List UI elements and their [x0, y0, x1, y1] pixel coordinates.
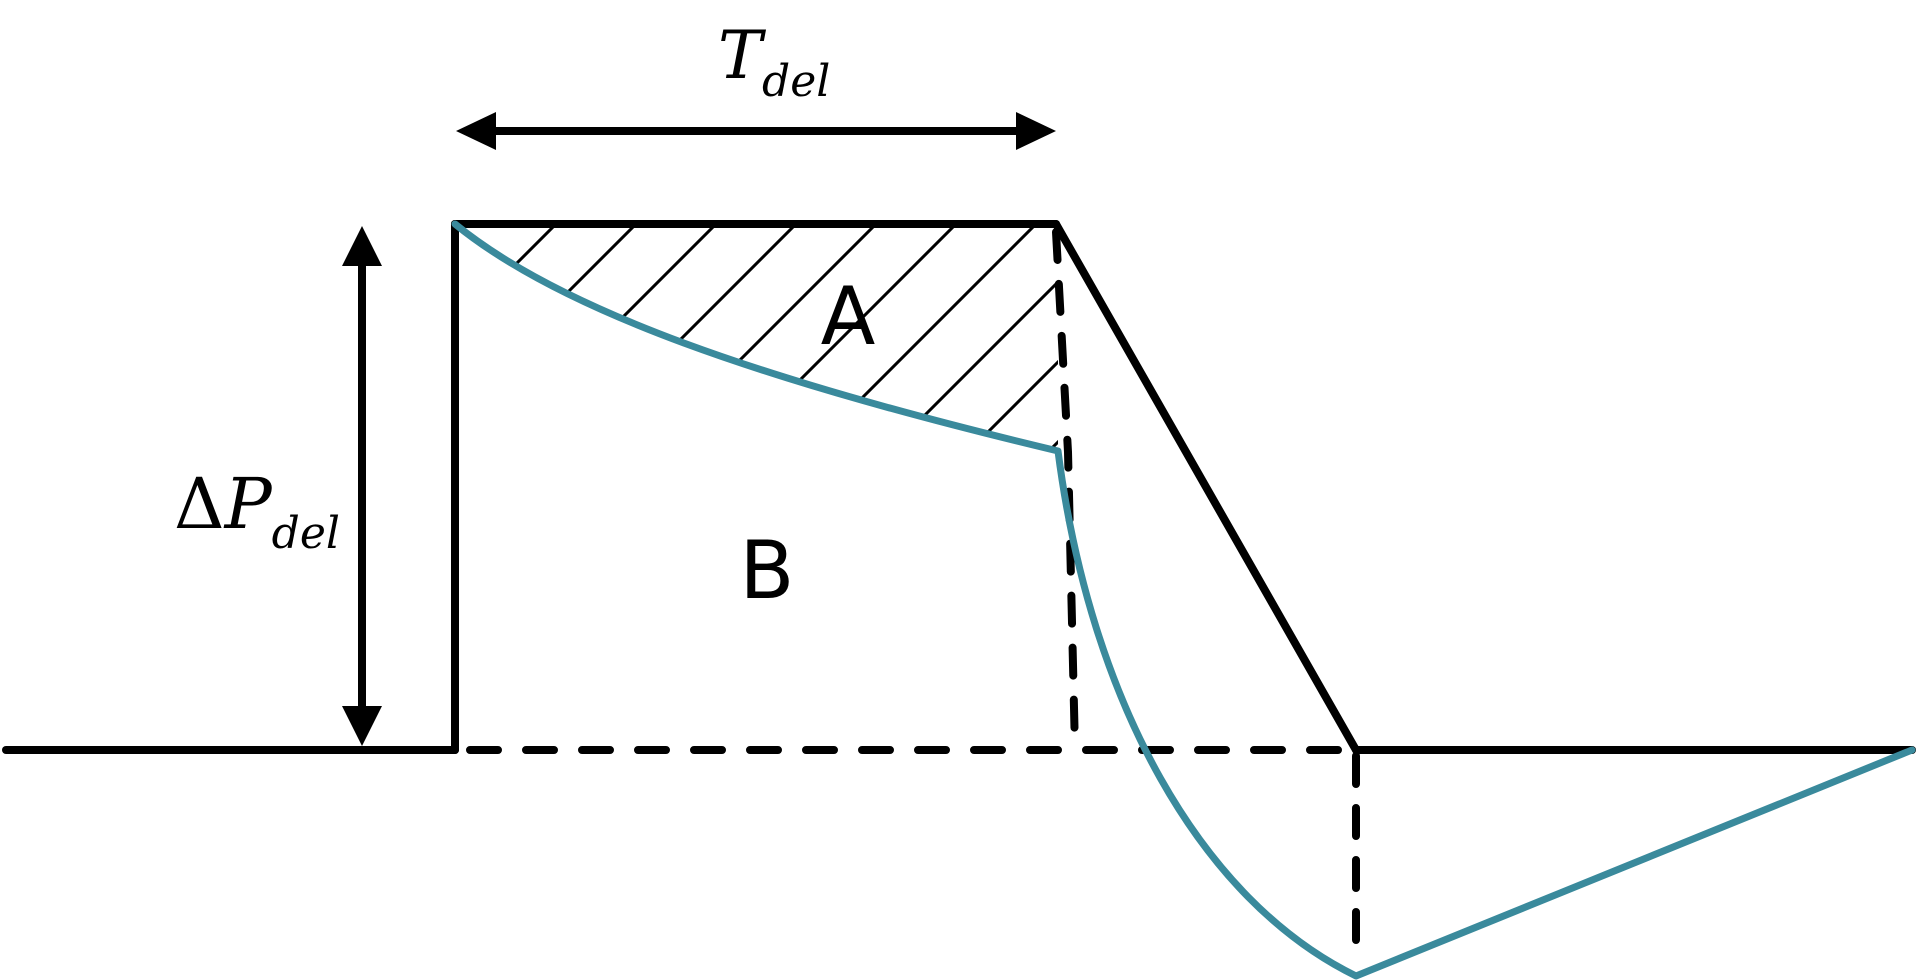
- pdel-delta: Δ: [174, 463, 225, 545]
- pulse-falling-edge: [1052, 220, 1360, 754]
- dashed-boundary-tdel: [1052, 228, 1079, 754]
- tdel-label: Tdel: [718, 17, 830, 107]
- region-b-label: B: [740, 524, 795, 617]
- pdel-main: P: [223, 463, 274, 545]
- pdel-subscript: del: [272, 508, 340, 559]
- region-a-label: A: [821, 270, 876, 363]
- tdel-main: T: [718, 17, 767, 94]
- pdel-double-arrow: [342, 226, 382, 746]
- response-curve: [451, 220, 1916, 980]
- tdel-subscript: del: [762, 56, 830, 107]
- tdel-double-arrow: [456, 112, 1056, 150]
- pdel-label: ΔPdel: [174, 463, 340, 559]
